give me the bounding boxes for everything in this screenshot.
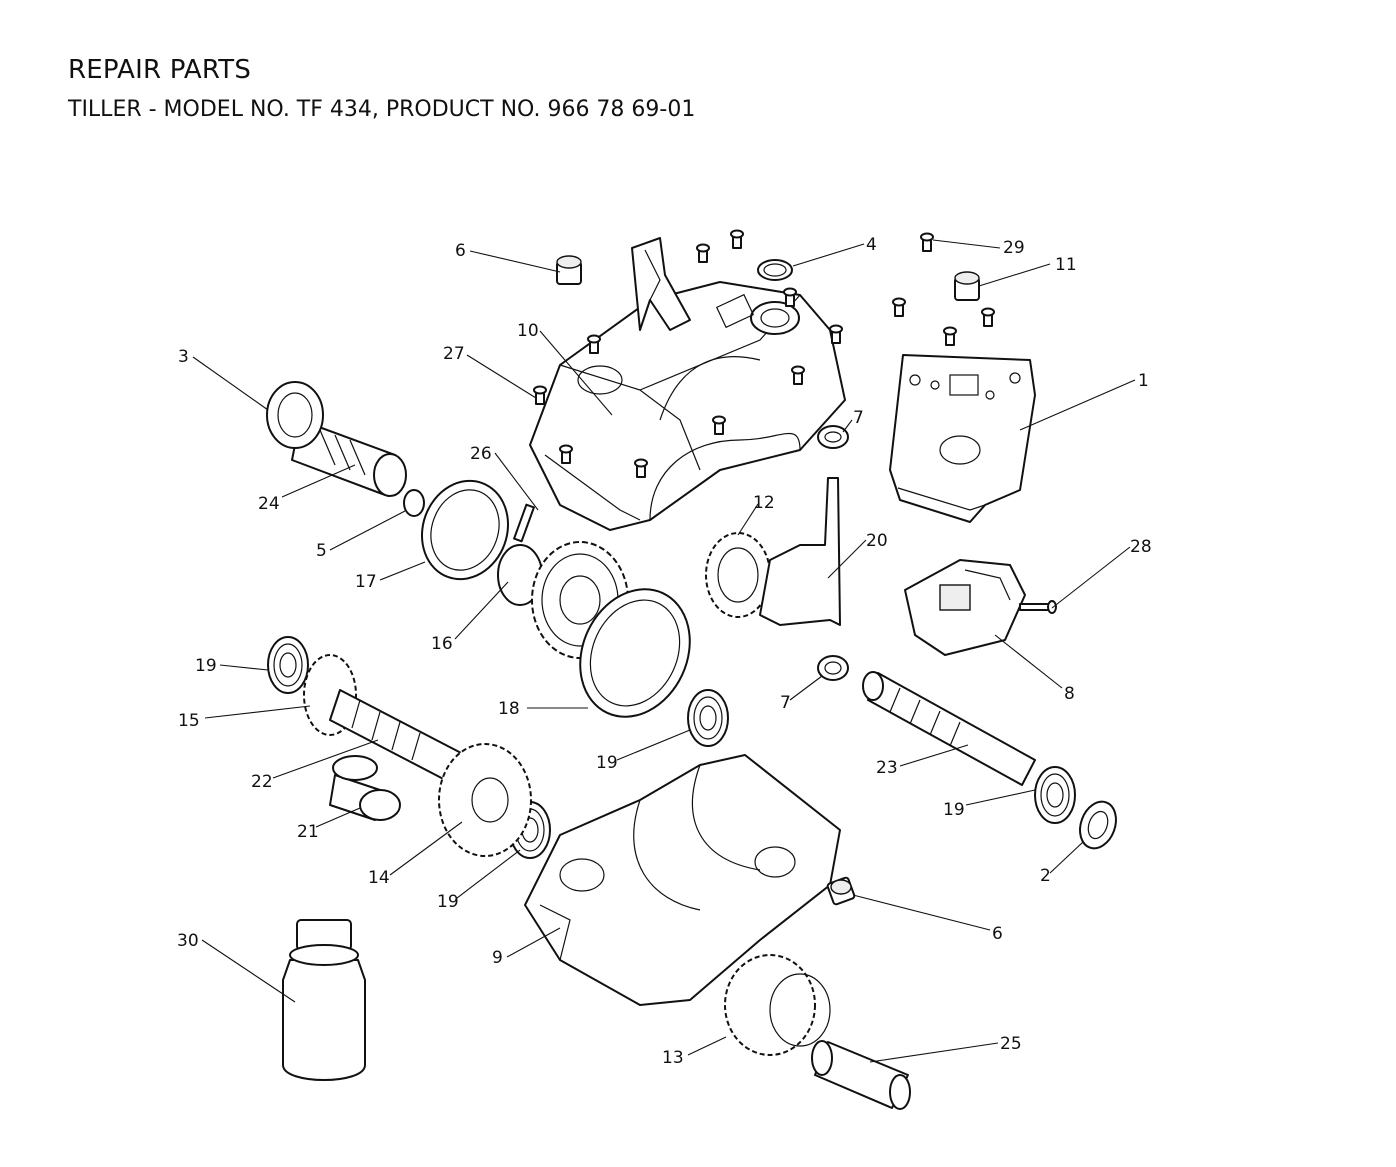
callout-10: 10 <box>517 321 539 341</box>
plug-part-6-top <box>556 255 582 285</box>
callout-25: 25 <box>1000 1034 1022 1054</box>
upper-housing-part-10 <box>529 237 846 531</box>
bolt-icon <box>559 444 573 464</box>
callout-6-lower: 6 <box>992 924 1003 944</box>
callout-17: 17 <box>355 572 377 592</box>
callout-7-upper: 7 <box>853 408 864 428</box>
callout-19-c: 19 <box>943 800 965 820</box>
callout-21: 21 <box>297 822 319 842</box>
bolt-icon <box>696 243 710 263</box>
callout-28: 28 <box>1130 537 1152 557</box>
callout-24: 24 <box>258 494 280 514</box>
bolt-icon <box>533 385 547 405</box>
screw-icon <box>981 307 995 327</box>
bushing-part-21 <box>329 755 401 821</box>
bearing-part-19-b <box>687 689 729 747</box>
callout-3: 3 <box>178 347 189 367</box>
callout-22: 22 <box>251 772 273 792</box>
callout-4: 4 <box>866 235 877 255</box>
gear-part-13 <box>724 954 831 1056</box>
lower-housing-part-9 <box>524 754 841 1006</box>
spacer-part-7-lower <box>817 655 849 681</box>
bracket-part-20 <box>759 477 841 626</box>
callout-11: 11 <box>1055 255 1077 275</box>
bolt-icon <box>829 324 843 344</box>
page-title: REPAIR PARTS <box>68 55 252 85</box>
leader-lines <box>192 239 1136 1063</box>
shaft-part-23 <box>862 671 1036 786</box>
screw-icon <box>892 297 906 317</box>
bolt-icon <box>791 365 805 385</box>
callout-1: 1 <box>1138 371 1149 391</box>
oil-bottle-part-30 <box>282 919 366 1081</box>
callout-20: 20 <box>866 531 888 551</box>
callout-19-d: 19 <box>437 892 459 912</box>
plug-part-6-lower <box>826 876 856 906</box>
screw-icon <box>920 232 934 252</box>
callout-14: 14 <box>368 868 390 888</box>
page-subtitle: TILLER - MODEL NO. TF 434, PRODUCT NO. 9… <box>68 97 696 122</box>
callout-13: 13 <box>662 1048 684 1068</box>
bolt-icon <box>783 287 797 307</box>
callout-16: 16 <box>431 634 453 654</box>
spacer-part-7-upper <box>817 425 849 449</box>
bolt-icon <box>730 229 744 249</box>
cover-plate-part-1 <box>889 354 1036 523</box>
pin-part-25 <box>811 1040 911 1110</box>
screw-icon <box>943 326 957 346</box>
ring-part-5 <box>403 489 425 517</box>
screw-part-28 <box>1019 600 1057 614</box>
seal-ring-part-17 <box>420 479 510 581</box>
callout-5: 5 <box>316 541 327 561</box>
bolt-icon <box>587 334 601 354</box>
callout-2: 2 <box>1040 866 1051 886</box>
callout-29: 29 <box>1003 238 1025 258</box>
callout-18: 18 <box>498 699 520 719</box>
seal-part-2 <box>1079 800 1117 850</box>
callout-15: 15 <box>178 711 200 731</box>
cap-part-11 <box>954 271 980 301</box>
callout-30: 30 <box>177 931 199 951</box>
shaft-part-24 <box>291 419 407 497</box>
gear-part-12 <box>705 532 771 618</box>
callout-19-a: 19 <box>195 656 217 676</box>
o-ring-part-4 <box>757 259 793 281</box>
callout-19-b: 19 <box>596 753 618 773</box>
callout-6-top: 6 <box>455 241 466 261</box>
gear-part-14 <box>438 743 532 857</box>
callout-27: 27 <box>443 344 465 364</box>
callout-8: 8 <box>1064 684 1075 704</box>
callout-12: 12 <box>753 493 775 513</box>
bolt-icon <box>712 415 726 435</box>
bearing-part-19-a <box>267 636 309 694</box>
callout-26: 26 <box>470 444 492 464</box>
callout-9: 9 <box>492 948 503 968</box>
bearing-part-19-c <box>1034 766 1076 824</box>
ring-gear-part-18 <box>579 588 691 718</box>
callout-7-lower: 7 <box>780 693 791 713</box>
seal-part-3 <box>266 381 324 449</box>
key-part-26 <box>513 503 535 543</box>
shift-plate-part-8 <box>904 559 1026 656</box>
callout-23: 23 <box>876 758 898 778</box>
bolt-icon <box>634 458 648 478</box>
callout-numbers: 6 4 29 11 10 3 27 1 7 26 24 12 5 20 28 1… <box>177 235 1152 1068</box>
